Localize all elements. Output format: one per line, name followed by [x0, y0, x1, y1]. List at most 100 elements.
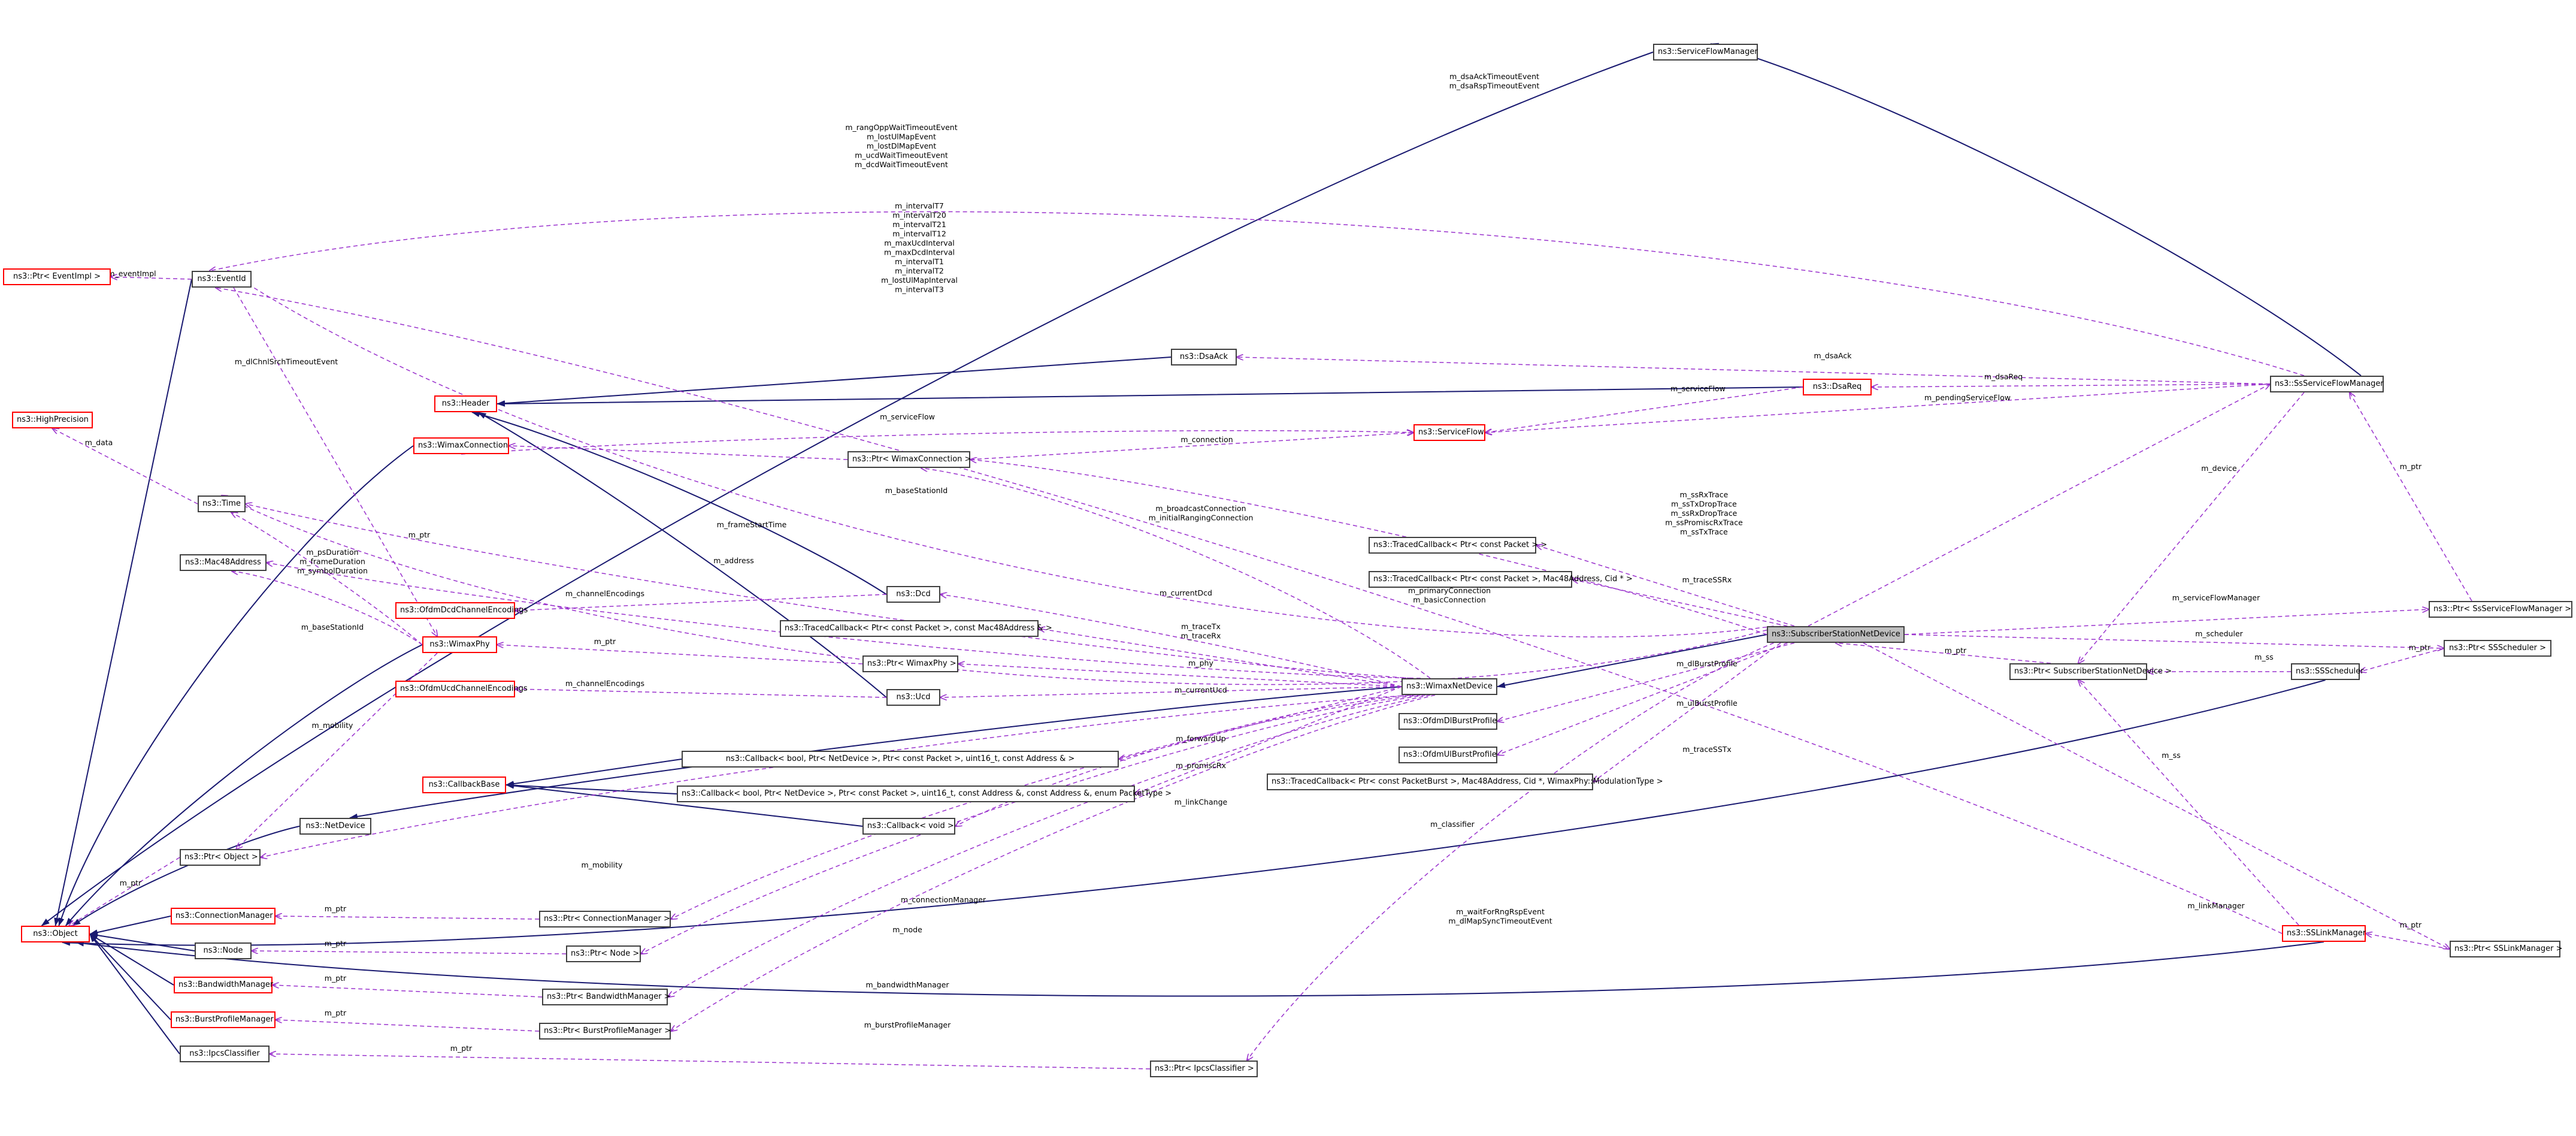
edge-label-sfmgr: m_serviceFlowManager [2172, 593, 2260, 602]
class-node-sfmgr[interactable]: ns3::ServiceFlowManager [1653, 44, 1758, 61]
class-node-ssnd[interactable]: ns3::SubscriberStationNetDevice [1767, 626, 1905, 643]
class-node-ptripcs[interactable]: ns3::Ptr< IpcsClassifier > [1150, 1061, 1258, 1077]
edge-label-time_attrs-4: m_maxUcdInterval [884, 238, 955, 247]
edge-label-bcast-0: m_broadcastConnection [1155, 504, 1246, 513]
edge-5 [273, 985, 543, 998]
edge-label-ss: m_ss [2254, 652, 2273, 661]
edge-label-ptr: m_ptr [450, 1044, 473, 1053]
class-node-highprec[interactable]: ns3::HighPrecision [12, 412, 93, 428]
class-node-serviceflow[interactable]: ns3::ServiceFlow [1413, 424, 1485, 441]
class-node-dsaack[interactable]: ns3::DsaAck [1171, 349, 1237, 365]
class-node-ptrwimaxconn[interactable]: ns3::Ptr< WimaxConnection > [847, 451, 971, 468]
class-node-tcb_burst[interactable]: ns3::TracedCallback< Ptr< const PacketBu… [1267, 774, 1663, 790]
inherit-dcd-header [471, 411, 887, 595]
class-node-connmgr[interactable]: ns3::ConnectionManager [171, 908, 276, 924]
edge-label-eventid_attrs-2: m_lostDlMapEvent [867, 141, 936, 150]
edge-40 [1485, 386, 1803, 433]
class-node-bpmgr[interactable]: ns3::BurstProfileManager [171, 1011, 276, 1028]
class-node-ptrnode[interactable]: ns3::Ptr< Node > [566, 945, 641, 962]
class-node-ptrbpmgr[interactable]: ns3::Ptr< BurstProfileManager > [539, 1023, 671, 1040]
class-node-ptrobject[interactable]: ns3::Ptr< Object > [180, 849, 261, 866]
edge-label-scheduler: m_scheduler [2195, 629, 2243, 638]
class-node-tcb_mac[interactable]: ns3::TracedCallback< Ptr< const Packet >… [780, 620, 1052, 637]
edge-6 [276, 1020, 540, 1032]
edge-label-connmgr: m_connectionManager [901, 895, 986, 904]
edge-label-basestationid: m_baseStationId [885, 486, 948, 495]
edge-42 [1572, 579, 1788, 627]
class-node-wimaxphy[interactable]: ns3::WimaxPhy [422, 636, 497, 653]
edge-label-waitrng-1: m_dlMapSyncTimeoutEvent [1448, 917, 1552, 926]
edge-label-device: m_device [2201, 464, 2237, 473]
class-node-tcb_cid[interactable]: ns3::TracedCallback< Ptr< const Packet >… [1369, 571, 1633, 588]
edge-47 [1247, 642, 1774, 1061]
edge-21 [267, 563, 1421, 679]
edge-label-primary-0: m_primaryConnection [1408, 586, 1491, 595]
edge-label-framestart: m_frameStartTime [717, 520, 787, 529]
class-node-ssched[interactable]: ns3::SSScheduler [2291, 663, 2364, 680]
edge-label-basestationid_phy: m_baseStationId [301, 623, 364, 632]
class-node-cb_promisc[interactable]: ns3::Callback< bool, Ptr< NetDevice >, P… [677, 785, 1172, 802]
edge-label-primary-1: m_basicConnection [1413, 596, 1486, 605]
class-node-eventimpl[interactable]: ns3::Ptr< EventImpl > [3, 268, 111, 285]
edge-layer [41, 43, 2472, 1069]
class-node-callbackbase[interactable]: ns3::CallbackBase [422, 777, 506, 793]
edge-label-waitrng-0: m_waitForRngRspEvent [1456, 907, 1545, 916]
class-node-sssfmgr[interactable]: ns3::SsServiceFlowManager [2270, 376, 2384, 392]
edge-label-ptr: m_ptr [1945, 646, 1967, 655]
class-node-mac48[interactable]: ns3::Mac48Address [180, 554, 267, 571]
class-node-ucd[interactable]: ns3::Ucd [886, 689, 940, 706]
class-node-ofdmulbp[interactable]: ns3::OfdmUlBurstProfile [1399, 747, 1497, 763]
edge-57 [2366, 933, 2450, 950]
edge-41 [1536, 545, 1795, 627]
class-node-sslinkmgr[interactable]: ns3::SSLinkManager [2282, 925, 2366, 942]
class-node-dcd[interactable]: ns3::Dcd [886, 586, 940, 603]
edge-label-ptr: m_ptr [325, 1008, 347, 1017]
edge-label-mobility: m_mobility [582, 860, 623, 869]
edge-label-tracetx-1: m_traceRx [1181, 632, 1221, 640]
edge-16 [237, 652, 438, 849]
edge-label-time_attrs-7: m_intervalT2 [895, 267, 944, 276]
edge-label-ulburst: m_ulBurstProfile [1676, 699, 1737, 708]
class-node-node[interactable]: ns3::Node [195, 942, 252, 959]
class-node-ptrssched[interactable]: ns3::Ptr< SSScheduler > [2444, 640, 2551, 657]
class-node-time[interactable]: ns3::Time [198, 496, 246, 512]
class-node-ptrsslinkmgr[interactable]: ns3::Ptr< SSLinkManager > [2450, 941, 2562, 957]
edge-label-sstraces-1: m_ssTxDropTrace [1671, 500, 1737, 509]
edge-label-ptr: m_ptr [594, 637, 616, 646]
class-node-ptrssnd[interactable]: ns3::Ptr< SubscriberStationNetDevice > [2009, 663, 2172, 680]
class-node-eventid[interactable]: ns3::EventId [192, 271, 252, 288]
class-node-cb_void[interactable]: ns3::Callback< void > [862, 818, 955, 835]
class-node-bwmgr[interactable]: ns3::BandwidthManager [174, 977, 273, 993]
class-node-wimaxconn[interactable]: ns3::WimaxConnection [413, 437, 509, 454]
edge-label-ptr: m_ptr [325, 974, 347, 983]
class-node-object[interactable]: ns3::Object [21, 926, 90, 942]
inherit-dsaack-header [497, 356, 1172, 407]
class-node-ptrwimaxphy[interactable]: ns3::Ptr< WimaxPhy > [862, 655, 958, 672]
class-node-ptrsssfmgr[interactable]: ns3::Ptr< SsServiceFlowManager > [2429, 601, 2572, 618]
edge-20 [233, 287, 437, 636]
edge-label-dlchnl: m_dlChnlSrchTimeoutEvent [235, 357, 338, 366]
edge-label-pendingsf: m_pendingServiceFlow [1924, 393, 2011, 402]
class-node-ofdmdcd[interactable]: ns3::OfdmDcdChannelEncodings [395, 602, 528, 619]
edge-label-ptr: m_ptr [325, 939, 347, 948]
class-node-dsareq[interactable]: ns3::DsaReq [1803, 379, 1872, 395]
inherit-sssfmgr-sfmgr [1710, 43, 2362, 376]
inherit-cbvoid-callbackbase [505, 782, 863, 827]
class-node-netdevice[interactable]: ns3::NetDevice [299, 818, 371, 835]
class-node-header[interactable]: ns3::Header [434, 395, 497, 412]
edge-label-dsa_timeouts-0: m_dsaAckTimeoutEvent [1449, 72, 1539, 81]
class-node-cb_fwd[interactable]: ns3::Callback< bool, Ptr< NetDevice >, P… [682, 751, 1119, 768]
class-node-ipcs[interactable]: ns3::IpcsClassifier [180, 1046, 270, 1062]
edge-label-time_attrs-1: m_intervalT20 [892, 211, 946, 220]
class-node-ofdmdlbp[interactable]: ns3::OfdmDlBurstProfile [1399, 713, 1497, 730]
class-node-ofdmucd[interactable]: ns3::OfdmUcdChannelEncodings [395, 681, 528, 697]
edge-26 [958, 664, 1402, 687]
class-node-tcb_pkt[interactable]: ns3::TracedCallback< Ptr< const Packet >… [1369, 537, 1547, 554]
class-node-ptrconnmgr[interactable]: ns3::Ptr< ConnectionManager > [539, 911, 671, 927]
class-node-ptrbwmgr[interactable]: ns3::Ptr< BandwidthManager > [542, 989, 671, 1005]
edge-label-eventid_attrs-0: m_rangOppWaitTimeoutEvent [845, 123, 957, 132]
edge-label-phy_times-1: m_frameDuration [299, 557, 365, 566]
class-node-wimaxnd[interactable]: ns3::WimaxNetDevice [1401, 678, 1497, 695]
